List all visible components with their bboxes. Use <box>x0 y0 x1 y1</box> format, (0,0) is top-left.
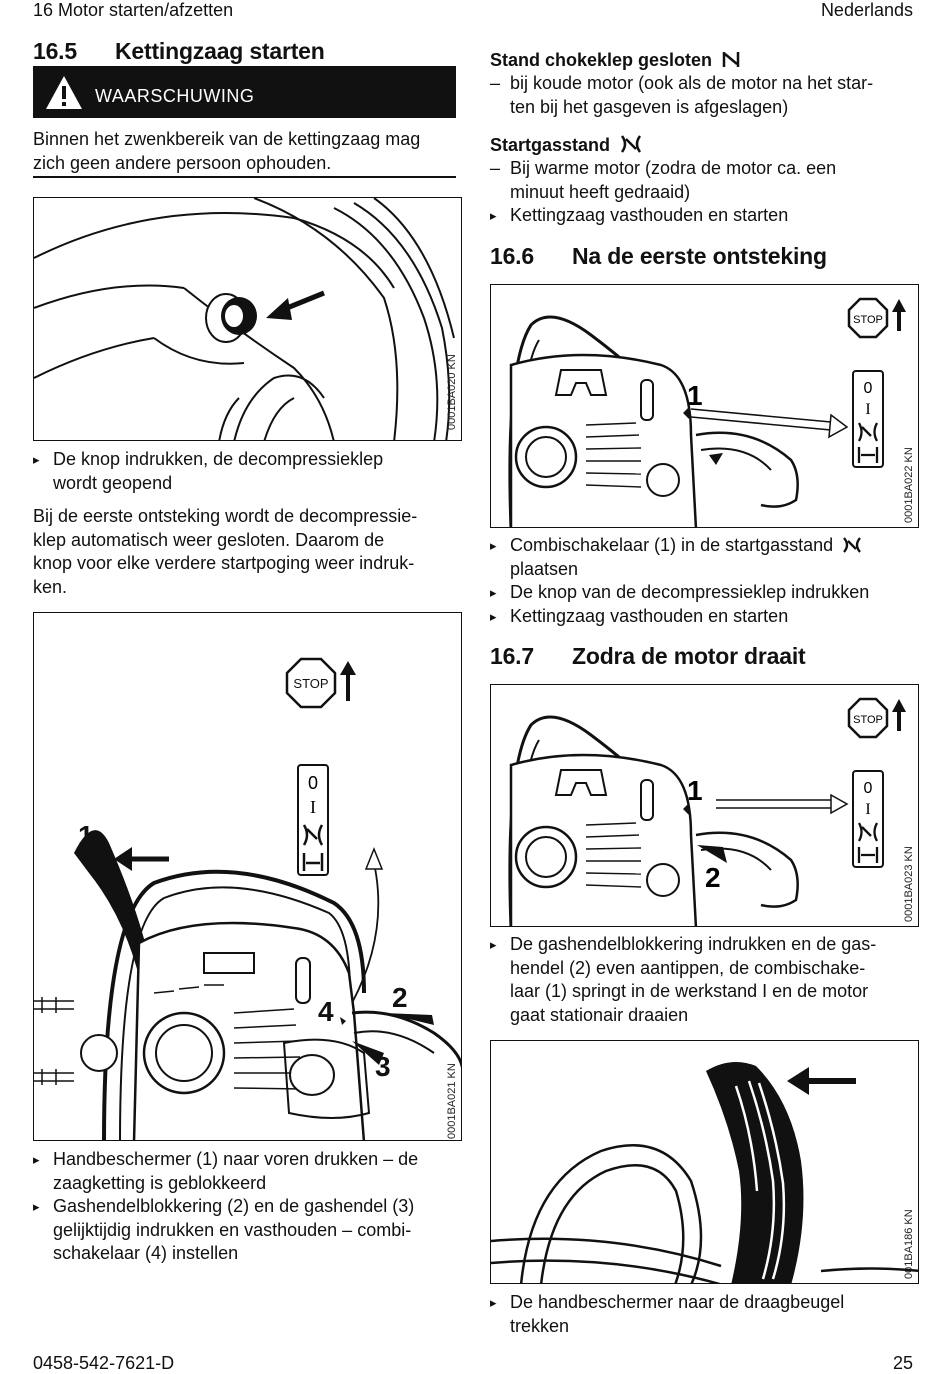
doc-number: 0458-542-7621-D <box>33 1353 175 1373</box>
stop-icon: STOP <box>847 697 906 739</box>
svg-text:STOP: STOP <box>293 676 328 691</box>
bullets-after-ignition: Combischakelaar (1) in de startgasstand … <box>490 534 930 628</box>
svg-text:0: 0 <box>864 780 873 797</box>
svg-text:STOP: STOP <box>853 314 883 326</box>
stop-icon: STOP <box>847 297 906 339</box>
svg-text:0: 0 <box>864 380 873 397</box>
warning-label: WAARSCHUWING <box>95 86 255 106</box>
label-1: 1 <box>78 820 94 851</box>
figure-code: 0001BA020 KN <box>446 354 458 430</box>
figure-chainsaw-start: STOP 0 I <box>33 612 462 1141</box>
decompression-illustration <box>34 198 455 440</box>
figure-hand-guard-back: 001BA186 KN <box>490 1040 919 1284</box>
running-header-right: Nederlands <box>820 0 913 20</box>
label-4: 4 <box>318 996 334 1027</box>
label-1: 1 <box>687 380 703 411</box>
decompression-paragraph: Bij de eerste ontsteking wordt de decomp… <box>33 506 418 597</box>
choke-closed-block: Stand chokeklep gesloten bij koude motor… <box>490 50 920 119</box>
stop-icon: STOP <box>285 657 356 709</box>
figure-code: 0001BA023 KN <box>903 846 915 922</box>
warning-rule <box>33 176 456 178</box>
warning-triangle-icon <box>46 76 82 109</box>
svg-text:STOP: STOP <box>853 714 883 726</box>
label-3: 3 <box>375 1051 391 1082</box>
bullet-decompression: De knop indrukken, de decompressieklepwo… <box>33 448 463 495</box>
svg-text:0: 0 <box>308 773 318 793</box>
after-ignition-illustration: STOP 0 I 1 <box>508 297 906 527</box>
chainsaw-start-illustration: STOP 0 I <box>34 657 461 1140</box>
figure-engine-running: STOP 0 I 1 2 0001BA023 KN <box>490 684 919 927</box>
warning-text: Binnen het zwenkbereik van de kettingzaa… <box>33 129 421 173</box>
svg-text:I: I <box>865 401 870 418</box>
page-number: 25 <box>892 1353 913 1373</box>
figure-code: 0001BA021 KN <box>446 1063 458 1139</box>
bullet-hand-guard-back: De handbeschermer naar de draagbeugeltre… <box>490 1291 930 1338</box>
figure-code: 0001BA022 KN <box>903 447 915 523</box>
choke-closed-icon <box>722 52 740 67</box>
start-throttle-block: Startgasstand Bij warme motor (zodra de … <box>490 134 920 228</box>
svg-text:I: I <box>310 797 316 817</box>
label-2: 2 <box>392 982 408 1013</box>
label-2: 2 <box>705 862 721 893</box>
label-1: 1 <box>687 775 703 806</box>
figure-code: 001BA186 KN <box>903 1209 915 1279</box>
engine-running-illustration: STOP 0 I 1 2 <box>508 697 906 926</box>
warning-banner: WAARSCHUWING <box>33 66 456 118</box>
bullets-hand-guard: Handbeschermer (1) naar voren drukken – … <box>33 1148 463 1266</box>
svg-text:I: I <box>865 801 870 818</box>
running-header-left: 16 Motor starten/afzetten <box>33 0 234 20</box>
start-throttle-icon <box>621 135 642 153</box>
figure-decompression-button: 0001BA020 KN <box>33 197 462 441</box>
start-throttle-icon <box>843 537 862 553</box>
hand-guard-illustration <box>491 1062 918 1283</box>
figure-after-first-ignition: STOP 0 I 1 0001BA022 KN <box>490 284 919 528</box>
bullet-engine-running: De gashendelblokkering indrukken en de g… <box>490 933 930 1027</box>
